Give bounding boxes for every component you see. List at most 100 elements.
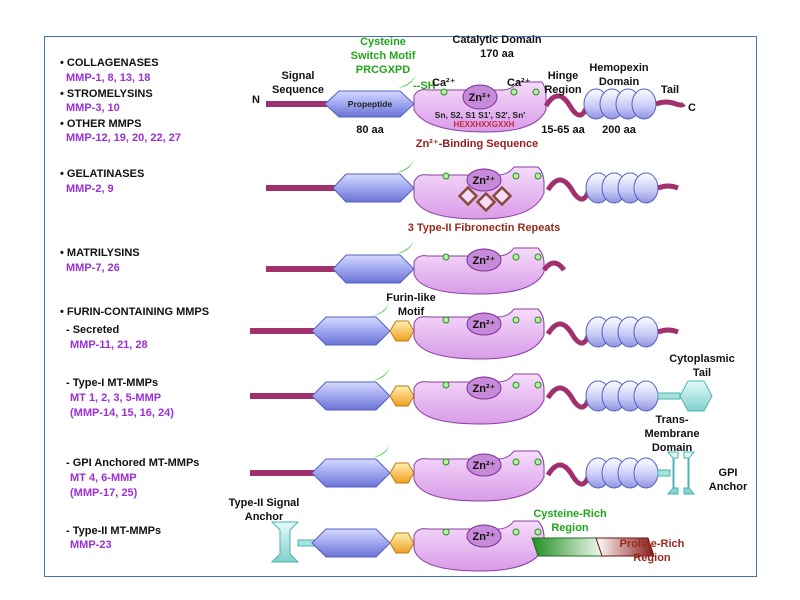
calcium-ion (512, 316, 520, 324)
cysteine-rich-region (531, 537, 607, 557)
calcium-right-label: Ca²⁺ (507, 77, 531, 89)
row-gelatinase: Zn²⁺ 3 Type-II Fibronectin Repeats (266, 159, 679, 234)
signal-sequence (266, 185, 336, 191)
furin-motif (389, 462, 415, 484)
family-matrilysins-members: MMP-7, 26 (66, 262, 120, 274)
furin-motif (389, 385, 415, 407)
catalytic-aa-label: 170 aa (480, 48, 515, 60)
hinge-aa-label: 15-65 aa (541, 124, 585, 136)
hemopexin-domain (585, 457, 659, 489)
calcium-ion (510, 88, 518, 96)
family-gelatinases-members: MMP-2, 9 (66, 183, 114, 195)
type2-anchor-label: Anchor (245, 511, 284, 523)
propeptide-domain (332, 254, 415, 284)
zinc-label: Zn²⁺ (473, 175, 496, 187)
zinc-label: Zn²⁺ (469, 92, 492, 104)
calcium-ion (442, 172, 450, 180)
gpi-anchor-label: Anchor (709, 481, 748, 493)
propeptide-domain (311, 458, 391, 488)
propeptide-label: Propeptide (348, 99, 393, 109)
zinc-site (466, 524, 502, 548)
cysteine-rich-region-label: Region (551, 522, 589, 534)
signal-sequence (250, 470, 314, 476)
catalytic-domain (413, 166, 545, 220)
tm-domain-label: Domain (652, 442, 693, 454)
cytoplasmic-tail (679, 380, 713, 412)
family-gpi-mt: - GPI Anchored MT-MMPs (66, 457, 199, 469)
hinge-label: Hinge (548, 70, 579, 82)
row-secreted: Furin-like Motif Zn²⁺ (250, 292, 679, 360)
family-secreted: - Secreted (66, 324, 119, 336)
family-type1-mt: - Type-I MT-MMPs (66, 377, 158, 389)
cysteine-switch-icon (396, 159, 414, 173)
hemopexin-domain (585, 172, 659, 204)
tail-label: Tail (661, 84, 679, 96)
signal-sequence (250, 393, 314, 399)
hinge-region (545, 462, 593, 487)
family-type2-mt: - Type-II MT-MMPs (66, 525, 161, 537)
furin-like-label: Furin-like (386, 292, 436, 304)
calcium-ion (442, 458, 450, 466)
cysteine-switch-icon (372, 444, 390, 458)
calcium-ion (442, 253, 450, 261)
family-gpi-mt-members2: (MMP-17, 25) (70, 487, 138, 499)
hemopexin-aa-label: 200 aa (602, 124, 637, 136)
hinge-region (545, 321, 593, 346)
family-secreted-members: MMP-11, 21, 28 (70, 339, 148, 351)
calcium-ion (440, 88, 448, 96)
tail-region (657, 183, 679, 191)
gpi-anchor (683, 451, 696, 495)
propeptide-domain (332, 173, 415, 203)
type2-signal-anchor (270, 521, 300, 563)
hinge-region (545, 177, 593, 202)
domain-label: Domain (599, 76, 640, 88)
family-type1-mt-members2: (MMP-14, 15, 16, 24) (70, 407, 174, 419)
membrane-label: Membrane (644, 428, 699, 440)
gpi-anchor (666, 451, 679, 495)
family-list: • COLLAGENASES MMP-1, 8, 13, 18 • STROME… (60, 57, 209, 551)
zinc-label: Zn²⁺ (473, 255, 496, 267)
calcium-ion (534, 253, 542, 261)
sequence-label: Sequence (272, 84, 324, 96)
calcium-ion (534, 316, 542, 324)
type2-signal-label: Type-II Signal (229, 497, 300, 509)
calcium-ion (442, 528, 450, 536)
furin-motif (389, 532, 415, 554)
fibronectin-label: 3 Type-II Fibronectin Repeats (408, 222, 561, 234)
zinc-label: Zn²⁺ (473, 319, 496, 331)
zinc-site (466, 453, 502, 477)
hinge-region (543, 93, 591, 118)
family-gpi-mt-members: MT 4, 6-MMP (70, 472, 137, 484)
row-collagenase: N C Signal Sequence Propeptide 80 aa --S… (252, 34, 696, 150)
trans-label: Trans- (655, 414, 688, 426)
hemopexin-domain (585, 316, 659, 348)
zinc-site (466, 248, 502, 272)
cysteine-switch-icon (396, 240, 414, 254)
sh-label: --SH (413, 80, 436, 92)
proline-rich-region (595, 537, 655, 557)
signal-label: Signal (281, 70, 314, 82)
family-furin-containing: • FURIN-CONTAINING MMPS (60, 306, 209, 318)
gpi-linker (657, 469, 671, 477)
motif-label: Motif (398, 306, 425, 318)
row-gpi-mt: Zn²⁺ GPI Anchor (250, 444, 748, 502)
n-terminus-label: N (252, 94, 260, 106)
tail-region (657, 327, 679, 335)
calcium-ion (512, 381, 520, 389)
cysteine-switch-icon (372, 367, 390, 381)
region-label: Region (544, 84, 582, 96)
family-other-mmps-members: MMP-12, 19, 20, 22, 27 (66, 132, 181, 144)
proline-rich-label: Proline-Rich (620, 538, 685, 550)
aa80-label: 80 aa (356, 124, 384, 136)
calcium-ion (534, 172, 542, 180)
family-type2-mt-members: MMP-23 (70, 539, 112, 551)
calcium-ion (512, 528, 520, 536)
c-terminus-label: C (688, 102, 696, 114)
zinc-site (462, 84, 498, 110)
propeptide-domain (311, 528, 391, 558)
row-type1-mt: Zn²⁺ Cytoplasmic Tail Trans- Membrane Do… (250, 353, 735, 454)
calcium-ion (534, 381, 542, 389)
row-type2-mt: Type-II Signal Anchor Zn²⁺ Cysteine-Rich… (229, 497, 685, 572)
calcium-ion (512, 458, 520, 466)
